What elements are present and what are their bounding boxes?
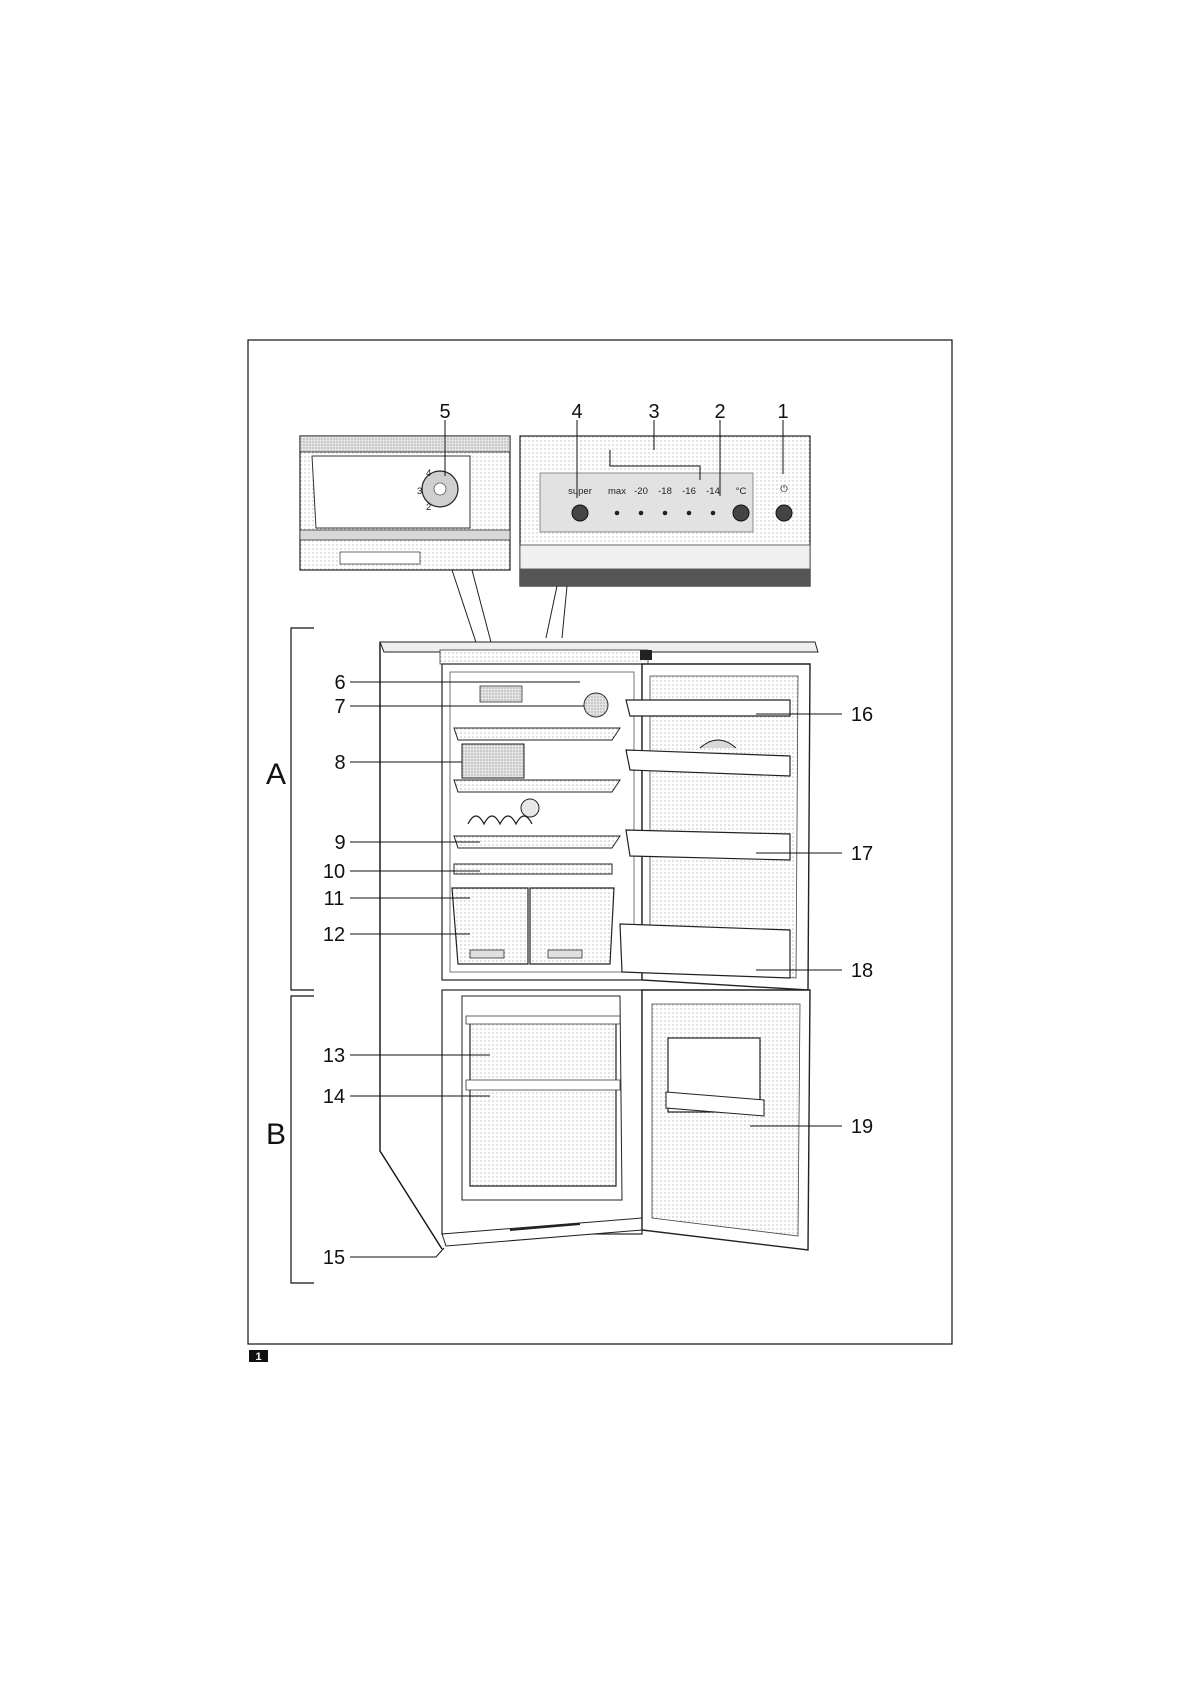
dial-mark-3: 3 — [417, 486, 422, 497]
dial-mark-4: 4 — [426, 468, 431, 479]
dial-mark-2: 2 — [426, 502, 431, 513]
figure-number-badge: 1 — [249, 1350, 268, 1363]
led-minus18 — [663, 511, 668, 516]
power-icon: ⏻ — [780, 484, 788, 495]
callout-13: 13 — [323, 1045, 345, 1067]
callout-5: 5 — [439, 401, 450, 423]
callout-16: 16 — [851, 704, 873, 726]
control-panel-detail: super max -20 -18 -16 -14 °C ⏻ — [520, 436, 810, 586]
temperature-button — [733, 505, 749, 521]
callout-6: 6 — [334, 672, 345, 694]
callout-3: 3 — [648, 401, 659, 423]
power-button — [776, 505, 792, 521]
figure-number: 1 — [255, 1351, 261, 1363]
callout-10: 10 — [323, 861, 345, 883]
led-minus20 — [639, 511, 644, 516]
scale-minus18: -18 — [658, 486, 672, 497]
callout-17: 17 — [851, 843, 873, 865]
refrigerator — [380, 642, 818, 1250]
scale-minus20: -20 — [634, 486, 648, 497]
led-max — [615, 511, 620, 516]
callout-4: 4 — [571, 401, 582, 423]
super-label: super — [568, 486, 592, 497]
freezer-drawer-bottom — [470, 1086, 616, 1186]
led-minus14 — [711, 511, 716, 516]
callout-15: 15 — [323, 1247, 345, 1269]
callout-1: 1 — [777, 401, 788, 423]
super-button — [572, 505, 588, 521]
celsius-label: °C — [736, 486, 747, 497]
small-control-strip — [440, 650, 648, 664]
scale-max: max — [608, 486, 626, 497]
callout-9: 9 — [334, 832, 345, 854]
callout-11: 11 — [324, 888, 345, 910]
scale-minus14: -14 — [706, 486, 720, 497]
section-label-a: A — [266, 758, 286, 791]
callout-8: 8 — [334, 752, 345, 774]
callout-7: 7 — [334, 696, 345, 718]
dial-detail-panel: 4 3 2 — [300, 436, 510, 570]
led-minus16 — [687, 511, 692, 516]
callout-18: 18 — [851, 960, 873, 982]
callout-12: 12 — [323, 924, 345, 946]
section-label-b: B — [266, 1118, 286, 1151]
bottle-shelf — [626, 830, 790, 860]
callout-19: 19 — [851, 1116, 873, 1138]
section-brackets — [291, 628, 314, 1283]
freezer-drawer-top — [470, 1022, 616, 1082]
callout-2: 2 — [714, 401, 725, 423]
scale-minus16: -16 — [682, 486, 696, 497]
callout-14: 14 — [323, 1086, 345, 1108]
